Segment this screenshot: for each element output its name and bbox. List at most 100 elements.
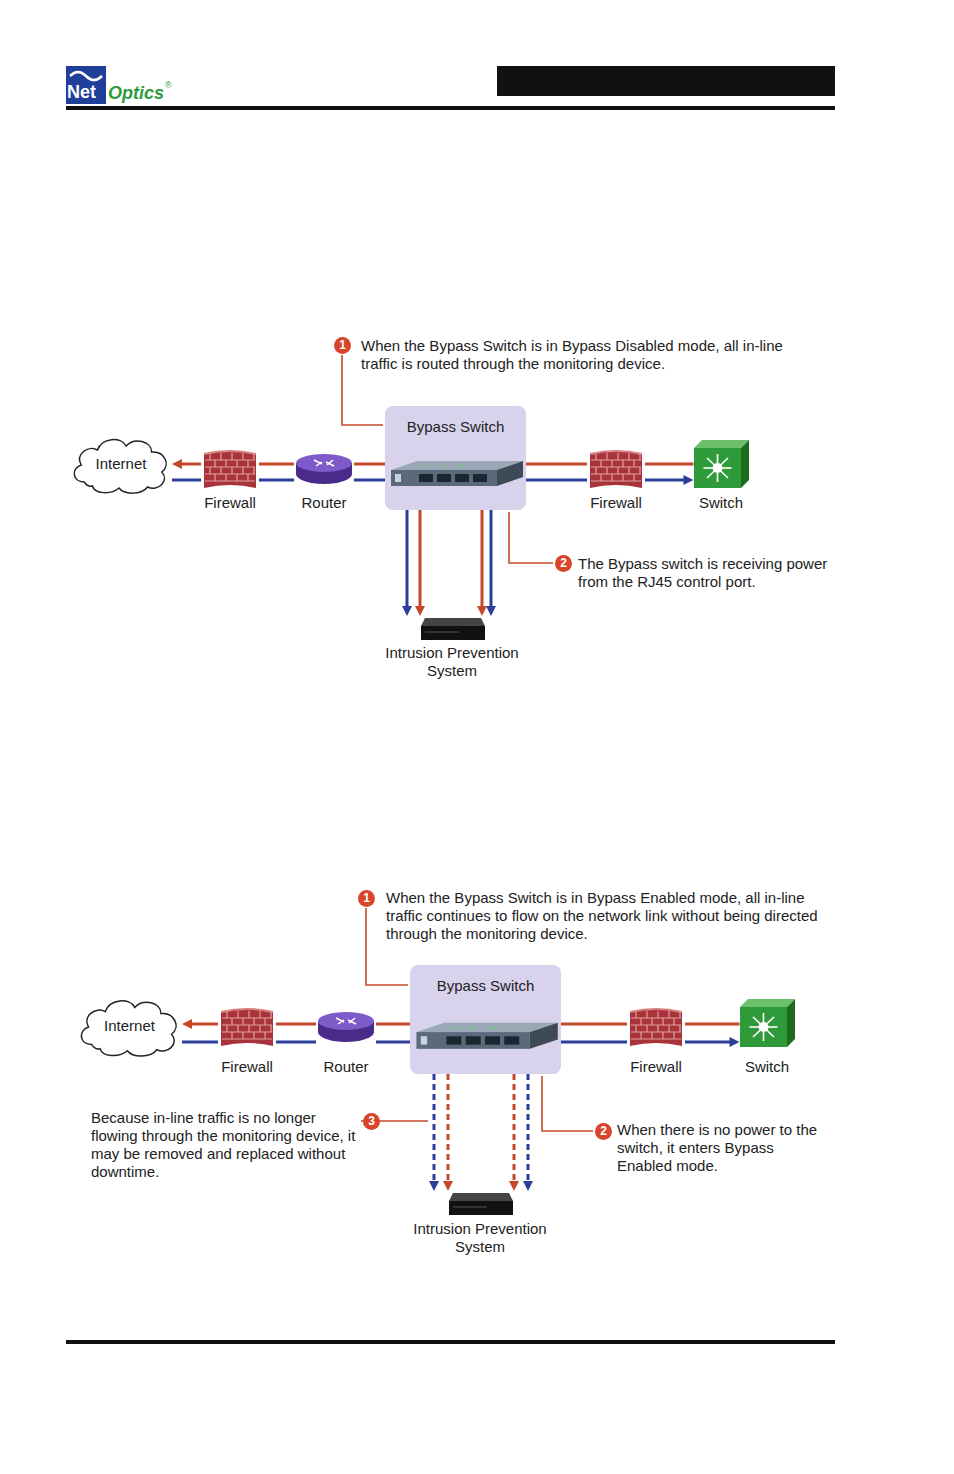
logo-wave xyxy=(70,72,102,80)
connector-line xyxy=(561,1041,627,1044)
connector-line xyxy=(513,1074,516,1183)
switch-node: Switch xyxy=(740,999,795,1076)
bypass-switch-box: Bypass Switch xyxy=(410,965,561,1074)
connector-line xyxy=(182,1041,218,1044)
router-node: Router xyxy=(294,452,354,512)
icon xyxy=(694,440,749,488)
node-label: Firewall xyxy=(627,1058,685,1076)
callout-number: 3 xyxy=(363,1113,380,1130)
connector-line xyxy=(406,510,409,608)
arrow-head xyxy=(402,606,412,616)
icon xyxy=(628,1006,684,1048)
connector-line xyxy=(447,1074,450,1183)
node-label: Router xyxy=(294,494,354,512)
connector xyxy=(685,1024,740,1025)
box-title: Bypass Switch xyxy=(410,965,561,995)
connector xyxy=(354,480,385,481)
leader-lines xyxy=(342,355,593,1131)
connector xyxy=(561,1042,627,1043)
connector xyxy=(182,1042,218,1043)
callout-text: When the Bypass Switch is in Bypass Enab… xyxy=(386,889,831,943)
connector-line xyxy=(180,463,201,466)
connector xyxy=(259,480,294,481)
connector-line xyxy=(685,1023,740,1026)
cloud-node: Internet xyxy=(77,993,182,1059)
connector-line xyxy=(190,1023,218,1026)
connector xyxy=(376,1024,410,1025)
switch-node: Switch xyxy=(694,440,749,512)
node-label: Intrusion Prevention System xyxy=(407,1220,553,1256)
connector xyxy=(259,464,294,465)
icon xyxy=(219,1006,275,1048)
connector-line xyxy=(276,1023,316,1026)
connector xyxy=(486,510,496,616)
connector-line xyxy=(481,510,484,608)
header-rule xyxy=(66,106,835,110)
connector-line xyxy=(376,1023,410,1026)
node-label: Firewall xyxy=(587,494,645,512)
firewall-node: Firewall xyxy=(218,1006,276,1076)
connector xyxy=(561,1024,627,1025)
connector xyxy=(523,1074,533,1191)
connector-line xyxy=(354,479,385,482)
arrow-head xyxy=(486,606,496,616)
connector-line xyxy=(685,1041,732,1044)
connector xyxy=(645,464,694,465)
connector-line xyxy=(526,463,587,466)
arrow-head xyxy=(684,475,694,485)
node-label: Firewall xyxy=(218,1058,276,1076)
box-title: Bypass Switch xyxy=(385,406,526,436)
cloud-node: Internet xyxy=(70,432,172,496)
icon xyxy=(202,448,258,490)
callout-text: The Bypass switch is receiving power fro… xyxy=(578,555,838,591)
logo-optics: Optics xyxy=(108,83,164,103)
callout-number: 1 xyxy=(334,337,351,354)
firewall-node: Firewall xyxy=(201,448,259,512)
connector-line xyxy=(172,479,201,482)
connector xyxy=(182,1019,218,1029)
node-label: Intrusion Prevention System xyxy=(379,644,525,680)
connector-line xyxy=(645,463,694,466)
footer-rule xyxy=(66,1340,835,1344)
arrow-head xyxy=(523,1181,533,1191)
ips-node: Intrusion Prevention System xyxy=(407,1191,553,1256)
icon xyxy=(294,452,354,486)
arrow-head xyxy=(509,1181,519,1191)
cloud-label: Internet xyxy=(104,1017,155,1035)
logo-registered: ® xyxy=(165,80,172,90)
callout-text: When the Bypass Switch is in Bypass Disa… xyxy=(361,337,801,373)
header-bar xyxy=(497,66,835,96)
connector xyxy=(276,1042,316,1043)
connector xyxy=(376,1042,410,1043)
callout-number: 2 xyxy=(595,1123,612,1140)
router-node: Router xyxy=(316,1010,376,1076)
connector xyxy=(415,510,425,616)
arrow-head xyxy=(443,1181,453,1191)
connector xyxy=(354,464,385,465)
arrow-head xyxy=(182,1019,192,1029)
connector-line xyxy=(419,510,422,608)
callout-number: 2 xyxy=(555,555,572,572)
connector-line xyxy=(433,1074,436,1183)
connector xyxy=(526,480,587,481)
bypass-switch-box: Bypass Switch xyxy=(385,406,526,510)
icon xyxy=(419,616,485,642)
connector xyxy=(526,464,587,465)
connector-line xyxy=(376,1041,410,1044)
connector-line xyxy=(490,510,493,608)
arrow-head xyxy=(730,1037,740,1047)
callout-number: 1 xyxy=(358,890,375,907)
connector xyxy=(685,1037,740,1047)
connector xyxy=(509,1074,519,1191)
connector-line xyxy=(259,463,294,466)
icon xyxy=(316,1010,376,1044)
connector-line xyxy=(561,1023,627,1026)
node-label: Router xyxy=(316,1058,376,1076)
arrow-head xyxy=(429,1181,439,1191)
connector xyxy=(443,1074,453,1191)
callout-text: Because in-line traffic is no longer flo… xyxy=(91,1109,359,1181)
icon xyxy=(740,999,795,1047)
arrow-head xyxy=(415,606,425,616)
connector-line xyxy=(526,479,587,482)
